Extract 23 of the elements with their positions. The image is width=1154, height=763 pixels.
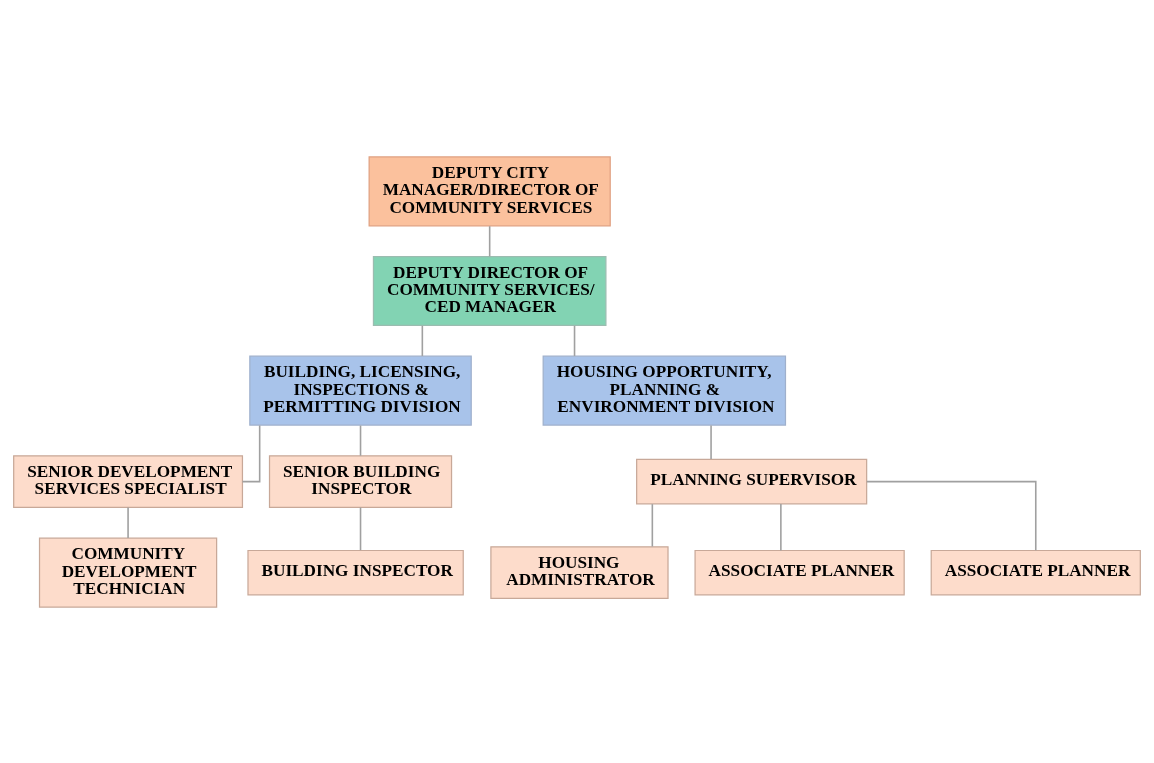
connector <box>359 424 362 456</box>
node-box: COMMUNITY DEVELOPMENT TECHNICIAN <box>38 537 218 608</box>
connector <box>651 502 654 547</box>
connector <box>780 502 782 551</box>
node-box: ASSOCIATE PLANNER <box>930 549 1141 595</box>
connector <box>241 424 261 482</box>
connector <box>421 324 424 357</box>
node-box: BUILDING, LICENSING, INSPECTIONS & PERMITTING DIVISION <box>249 355 472 426</box>
connector <box>573 324 576 357</box>
connector <box>127 506 129 539</box>
node-box: BUILDING INSPECTOR <box>247 549 464 595</box>
node-box: PLANNING SUPERVISOR <box>636 458 868 504</box>
node-box: SENIOR BUILDING INSPECTOR <box>268 454 453 508</box>
connector <box>866 480 1037 551</box>
node-box: DEPUTY CITY MANAGER/DIRECTOR OF COMMUNITY SERVICES <box>368 155 611 226</box>
node-box: HOUSING ADMINISTRATOR <box>490 545 669 599</box>
node-box: HOUSING OPPORTUNITY, PLANNING & ENVIRONMENT DIVISION <box>542 355 787 426</box>
node-box: SENIOR DEVELOPMENT SERVICES SPECIALIST <box>13 454 244 508</box>
connector <box>359 506 362 551</box>
connector <box>488 224 491 257</box>
node-box: ASSOCIATE PLANNER <box>694 549 905 595</box>
connector <box>710 424 712 460</box>
node-box: DEPUTY DIRECTOR OF COMMUNITY SERVICES/ CED MANAGER <box>372 255 607 326</box>
